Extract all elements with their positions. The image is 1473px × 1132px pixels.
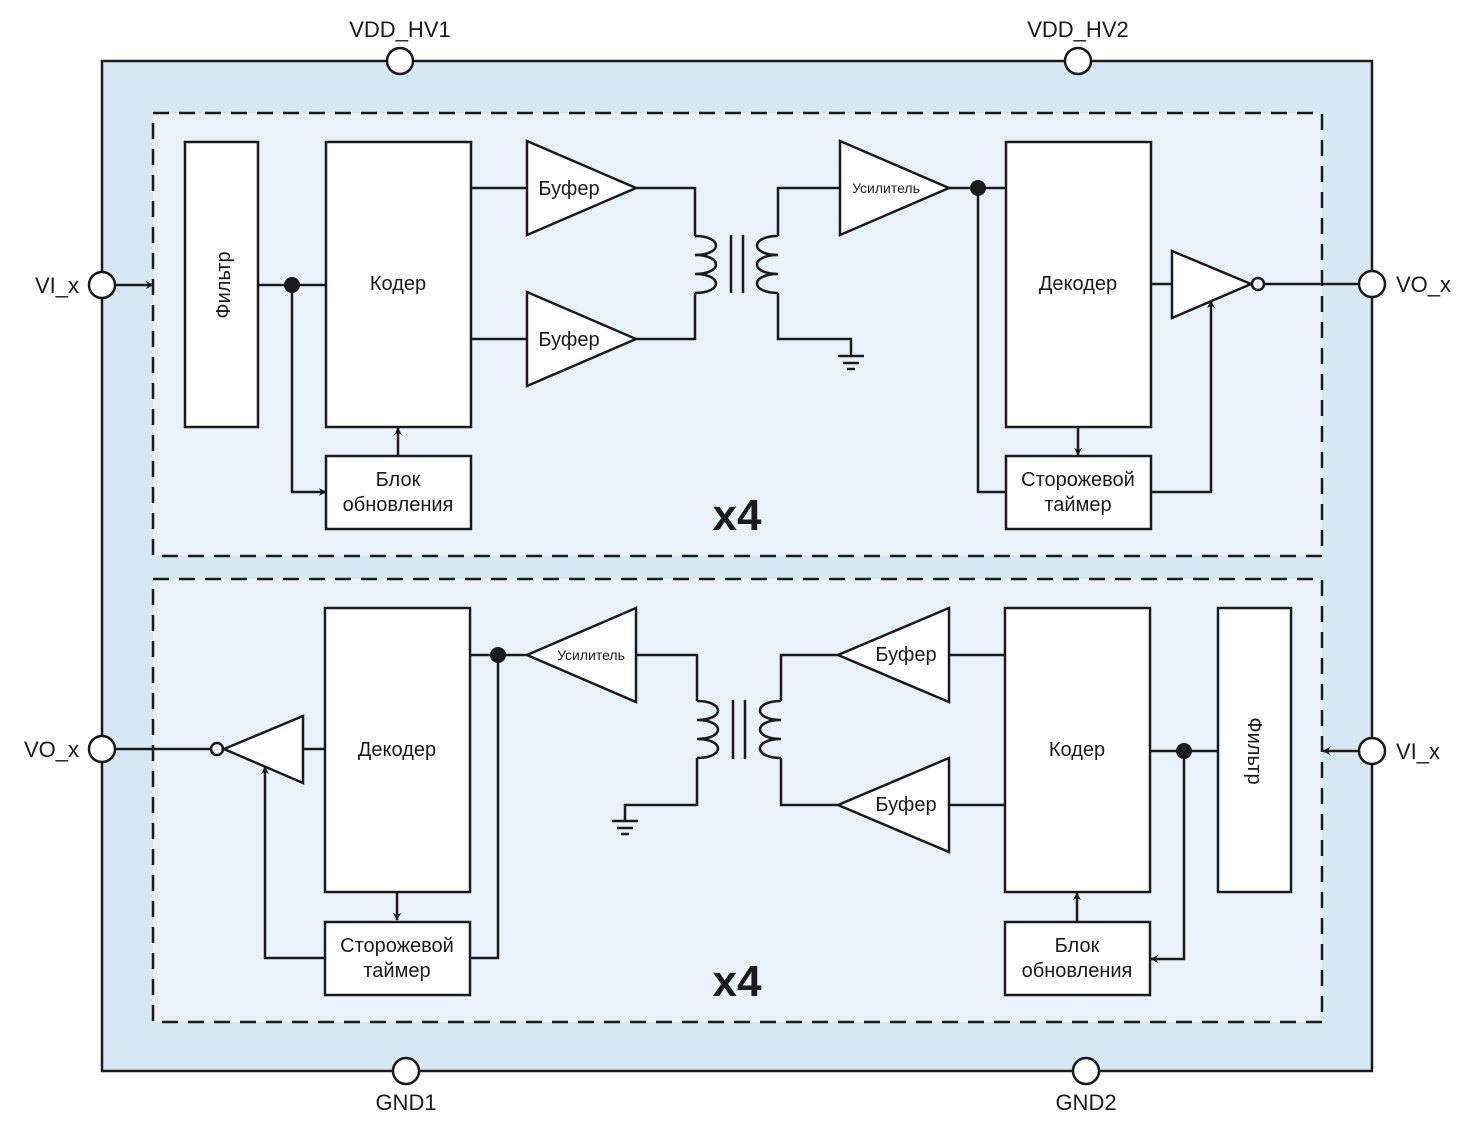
top-inverter-bubble (1250, 276, 1266, 292)
top-refresh-label-2: обновления (343, 494, 454, 516)
pin-gnd1 (391, 1056, 421, 1086)
bottom-encoder-block (1003, 606, 1152, 894)
pin-vi-bottom-right-label: VI_x (1396, 739, 1440, 764)
bottom-filter-block (1216, 606, 1293, 894)
bottom-amp-junction-dot (490, 647, 506, 663)
top-watchdog-label-1: Сторожевой (1021, 469, 1135, 491)
top-filter-label: Фильтр (213, 251, 235, 318)
top-buffer-1 (525, 139, 640, 237)
bottom-buffer-1-label: Буфер (875, 644, 936, 666)
top-decoder-block (1004, 140, 1153, 429)
bottom-refresh-arrow (1150, 751, 1186, 963)
top-encoder-label: Кодер (370, 273, 426, 295)
pin-vi-top-left (87, 270, 117, 300)
top-amplifier (838, 139, 953, 237)
top-transformer (636, 186, 853, 356)
pin-vi-bottom-right (1357, 736, 1387, 766)
bottom-watchdog-enable-arrow (261, 766, 325, 960)
top-ground-icon (838, 354, 864, 371)
pin-vo-bottom-left-label: VO_x (24, 737, 79, 762)
pin-vo-bottom-left (87, 734, 117, 764)
bottom-ground-icon (612, 819, 638, 836)
pin-vdd-hv1-label: VDD_HV1 (349, 17, 450, 42)
pin-vo-top-right-label: VO_x (1396, 272, 1451, 297)
bottom-buffer-2-label: Буфер (875, 794, 936, 816)
top-refresh-block (324, 454, 473, 531)
pin-vdd-hv1 (385, 46, 415, 76)
top-encoder-block (324, 140, 473, 429)
bottom-encoder-label: Кодер (1049, 739, 1105, 761)
bottom-decoder-block (323, 606, 472, 894)
pin-vi-top-left-label: VI_x (35, 273, 79, 298)
bottom-transformer (623, 653, 838, 820)
bottom-refresh-label-2: обновления (1022, 960, 1133, 982)
top-buffer-2-label: Буфер (538, 329, 599, 351)
top-output-driver (1170, 249, 1255, 320)
bottom-amplifier-label: Усилитель (557, 647, 625, 663)
bottom-watchdog-label-1: Сторожевой (340, 935, 454, 957)
top-decoder-label: Декодер (1039, 273, 1117, 295)
pin-vo-top-right (1357, 269, 1387, 299)
pin-gnd2-label: GND2 (1055, 1090, 1116, 1115)
top-refresh-label-1: Блок (376, 469, 421, 491)
bottom-watchdog-label-2: таймер (363, 960, 430, 982)
bottom-refresh-block (1003, 920, 1152, 997)
pin-vdd-hv2 (1063, 46, 1093, 76)
pin-gnd2 (1071, 1056, 1101, 1086)
top-watchdog-label-2: таймер (1044, 494, 1111, 516)
pin-gnd1-label: GND1 (375, 1090, 436, 1115)
top-multiplier-label: x4 (713, 491, 762, 540)
bottom-refresh-label-1: Блок (1055, 935, 1100, 957)
bottom-multiplier-label: x4 (713, 957, 762, 1006)
top-buffer-1-label: Буфер (538, 178, 599, 200)
top-watchdog-enable-arrow (1151, 300, 1215, 494)
pin-vdd-hv2-label: VDD_HV2 (1027, 17, 1128, 42)
top-watchdog-block (1004, 454, 1153, 531)
bottom-filter-label: Фильтр (1243, 717, 1265, 784)
bottom-watchdog-block (323, 920, 472, 997)
bottom-decoder-label: Декодер (358, 739, 436, 761)
top-refresh-arrow (290, 285, 327, 496)
top-amplifier-label: Усилитель (852, 180, 920, 196)
top-buffer-2 (525, 290, 640, 388)
